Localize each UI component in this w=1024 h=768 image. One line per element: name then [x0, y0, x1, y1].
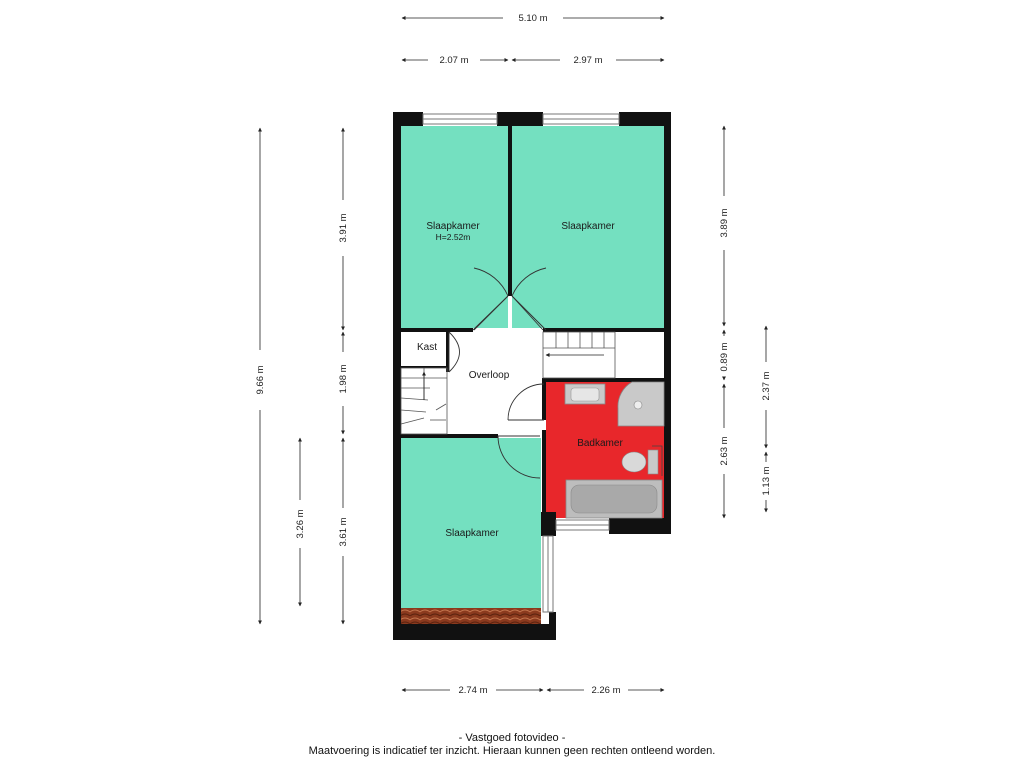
wall-bottom-bedroom-top: [401, 434, 498, 438]
wall-kast-right: [446, 332, 449, 372]
dim-bottom-left: 2.74 m: [458, 685, 487, 696]
dim-left-lower: 3.61 m: [338, 517, 349, 546]
stairs-left: [400, 367, 448, 435]
bedroom-bottom-floor: [401, 438, 541, 608]
wall-top-mid-block: [497, 112, 543, 126]
door-bath: [507, 383, 545, 421]
wall-top-bedrooms-bottom-right: [543, 328, 664, 332]
dim-right-far-lower: 1.13 m: [761, 466, 772, 495]
wall-bath-left-lower: [542, 430, 546, 512]
dim-top-right: 2.97 m: [573, 55, 602, 66]
room-fills: [401, 126, 664, 624]
landing-lines: [472, 295, 544, 331]
wall-bath-left: [542, 378, 546, 420]
walls: [393, 112, 671, 640]
wall-right-upper: [664, 112, 671, 376]
room-label-bathroom: Badkamer: [577, 438, 623, 449]
wall-kast-bottom: [401, 366, 447, 368]
bedroom-top-left-floor: [401, 126, 508, 328]
dimension-labels-horizontal: 5.10 m 2.07 m 2.97 m 2.74 m 2.26 m: [439, 13, 620, 696]
dim-left-total: 9.66 m: [255, 365, 266, 394]
stairs-right: [542, 331, 616, 379]
footer-line-1: - Vastgoed fotovideo -: [458, 732, 566, 744]
door-kast: [448, 331, 460, 373]
room-labels: Slaapkamer H=2.52m Slaapkamer Kast Overl…: [417, 221, 623, 539]
footer: - Vastgoed fotovideo - Maatvoering is in…: [0, 732, 1024, 758]
room-label-landing: Overloop: [469, 370, 510, 381]
wall-stub-right: [549, 612, 556, 640]
dimension-lines-horizontal: [401, 16, 665, 692]
dim-top-total: 5.10 m: [518, 13, 547, 24]
bedroom-top-right-floor: [512, 126, 664, 328]
room-label-bedroom-top-right: Slaapkamer: [561, 221, 615, 232]
wall-top-right-block: [619, 112, 671, 126]
dim-right-far-upper: 2.37 m: [761, 371, 772, 400]
wall-bottom: [393, 624, 556, 640]
dim-bottom-right: 2.26 m: [591, 685, 620, 696]
dimension-labels-vertical: 9.66 m 3.91 m 1.98 m 3.61 m 3.26 m 3.89 …: [255, 208, 772, 546]
dimension-lines-vertical: [258, 125, 768, 625]
wall-left: [393, 112, 401, 640]
wall-bath-bottom: [609, 518, 671, 534]
bathroom-fixtures: [564, 381, 665, 519]
room-label-bedroom-bottom: Slaapkamer: [445, 528, 499, 539]
dim-left-middle: 1.98 m: [338, 364, 349, 393]
toilet: [647, 449, 659, 475]
roof-tiles: [401, 608, 541, 624]
wall-bottom-right-stub: [541, 512, 556, 536]
wall-top-bedrooms-bottom-left: [401, 328, 473, 332]
footer-line-2: Maatvoering is indicatief ter inzicht. H…: [308, 745, 716, 757]
dim-right-small: 0.89 m: [719, 342, 730, 371]
dim-top-left: 2.07 m: [439, 55, 468, 66]
door-bottom-bedroom: [497, 435, 541, 479]
dim-right-bath: 2.63 m: [719, 436, 730, 465]
windows: [422, 113, 620, 613]
dim-left-inner: 3.26 m: [295, 509, 306, 538]
room-label-height: H=2.52m: [436, 232, 471, 242]
room-label-bedroom-top-left: Slaapkamer: [426, 221, 480, 232]
wall-between-top-bedrooms: [508, 126, 512, 296]
dim-right-upper: 3.89 m: [719, 208, 730, 237]
room-label-closet: Kast: [417, 342, 437, 353]
stairs-right-outline: [542, 331, 616, 379]
wall-bath-top: [543, 378, 664, 382]
wall-right-lower: [664, 376, 671, 534]
dim-left-upper: 3.91 m: [338, 213, 349, 242]
